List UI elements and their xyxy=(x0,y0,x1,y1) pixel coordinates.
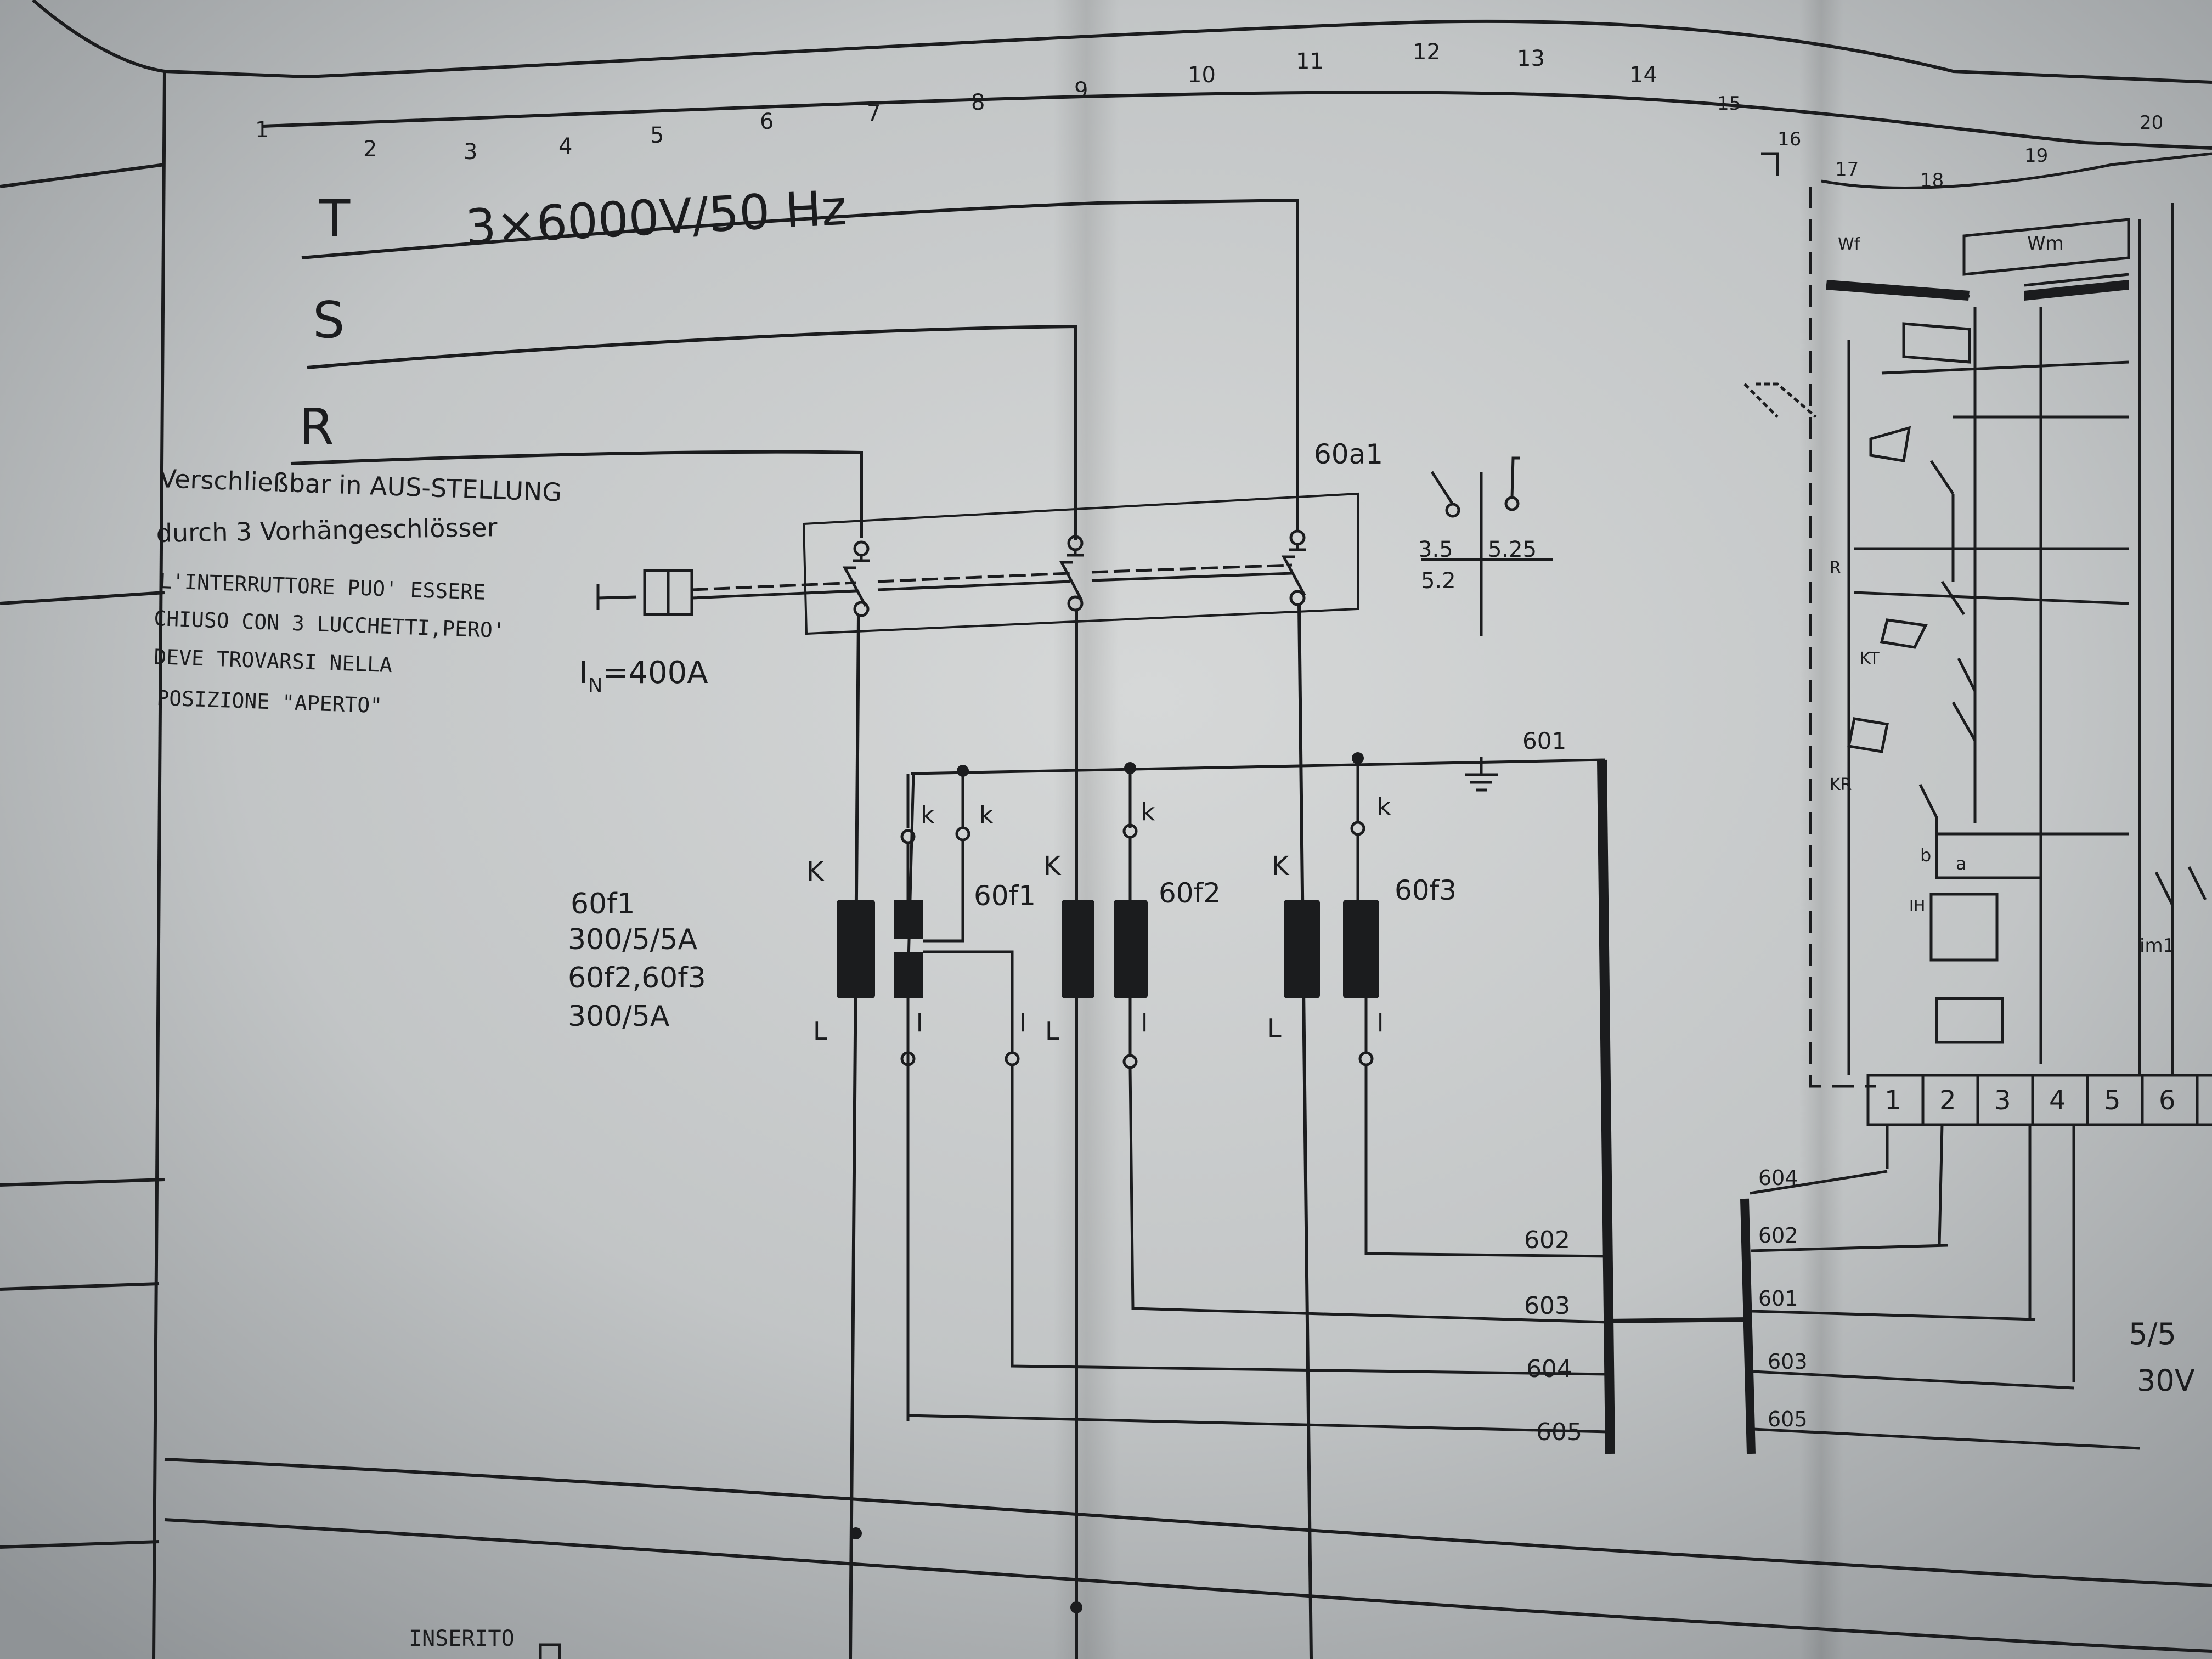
relay-label: Wm xyxy=(2027,233,2064,255)
ct-tag: 60f3 xyxy=(1395,874,1457,906)
ct-secondary-l: l xyxy=(1377,1009,1384,1037)
footer: INSERITO xyxy=(409,1626,561,1659)
terminal-number: 2 xyxy=(1939,1085,1956,1116)
ct-primary-k: K xyxy=(1043,851,1062,882)
ct-secondary-l: l xyxy=(1141,1009,1148,1037)
relay-label: im1 xyxy=(2140,935,2175,957)
column-number: 11 xyxy=(1296,49,1324,74)
column-number: 5 xyxy=(650,123,664,148)
terminal-number: 3 xyxy=(1994,1085,2011,1116)
paper-fold xyxy=(1053,0,1119,1659)
relay-label: R xyxy=(1830,558,1841,578)
relay-label: b xyxy=(1920,845,1931,866)
rated-current: IN=400A xyxy=(579,655,708,697)
column-number: 9 xyxy=(1074,78,1088,103)
aux-contact-symbol: 3.5 5.2 5.25 xyxy=(1418,456,1553,636)
terminal-number: 5 xyxy=(2104,1085,2121,1116)
relay-label: Wf xyxy=(1838,235,1861,254)
note-de-line-2: durch 3 Vorhängeschlösser xyxy=(156,512,498,548)
switch-tag: 60a1 xyxy=(1314,438,1383,470)
column-number: 13 xyxy=(1517,46,1545,71)
wire-label: 601 xyxy=(1522,727,1566,754)
terminal-wire-label: 601 xyxy=(1758,1286,1798,1311)
relay-note: 30V xyxy=(2137,1363,2195,1398)
contact-ref: 5.2 xyxy=(1421,568,1456,594)
ct-secondary-l: l xyxy=(916,1009,923,1037)
column-number: 10 xyxy=(1188,63,1216,88)
terminal-number: 1 xyxy=(1884,1085,1901,1116)
ct-tag: 60f1 xyxy=(974,880,1036,912)
current-transformers: K K K L L L k k k k l l l l 60f1 60f2 60… xyxy=(806,758,1608,1434)
ct-primary-l: L xyxy=(1267,1013,1282,1043)
phase-buses xyxy=(290,198,1299,540)
ct-spec-line: 60f1 xyxy=(571,888,635,921)
ct-spec: 60f1 300/5/5A 60f2,60f3 300/5A xyxy=(568,888,706,1033)
terminal-wire-label: 605 xyxy=(1768,1407,1808,1431)
relay-label: IH xyxy=(1909,896,1925,915)
ct-secondary-l: l xyxy=(1019,1009,1026,1037)
terminal-wire-label: 602 xyxy=(1758,1223,1798,1248)
wire-label: 602 xyxy=(1524,1226,1570,1254)
column-number: 3 xyxy=(464,139,477,165)
column-number: 4 xyxy=(558,134,572,159)
wire-label: 605 xyxy=(1536,1418,1582,1446)
wire-labels: 602 603 604 605 xyxy=(1524,1226,1582,1446)
column-number: 1 xyxy=(255,117,269,143)
ct-primary-l: L xyxy=(813,1016,827,1046)
ct-spec-line: 60f2,60f3 xyxy=(568,962,706,995)
ct-primary-k: K xyxy=(806,856,825,887)
column-number: 16 xyxy=(1778,128,1801,150)
ct-spec-line: 300/5A xyxy=(568,1000,670,1033)
ct-secondary-k: k xyxy=(979,801,994,829)
wire-label: 604 xyxy=(1526,1355,1572,1383)
relay-label: KT xyxy=(1860,649,1880,668)
phase-label-r: R xyxy=(299,398,334,456)
terminal-wire-label: 604 xyxy=(1758,1166,1798,1190)
terminal-block: 604 602 601 603 605 xyxy=(1740,1124,2140,1454)
column-number: 15 xyxy=(1717,93,1741,115)
ct-spec-line: 300/5/5A xyxy=(568,923,697,956)
relay-label: KR xyxy=(1830,775,1852,794)
terminal-wire-label: 603 xyxy=(1768,1350,1808,1374)
contact-ref: 3.5 xyxy=(1418,537,1453,562)
phase-label-s: S xyxy=(313,291,345,349)
ct-secondary-k: k xyxy=(1141,798,1155,826)
ct-secondary-k: k xyxy=(921,801,935,829)
ct-primary-l: L xyxy=(1045,1016,1059,1046)
relay-panel: Wf Wm R KT KR b a IH im1 5/5 30V xyxy=(1743,152,2212,1398)
column-number: 19 xyxy=(2024,145,2048,167)
main-switch-60a1: 60a1 xyxy=(596,438,1383,635)
footer-box xyxy=(539,1643,561,1659)
column-number: 20 xyxy=(2140,112,2163,134)
phase-conductors xyxy=(849,604,1313,1659)
column-number: 2 xyxy=(363,137,377,162)
terminal-number: 6 xyxy=(2159,1085,2176,1116)
phase-label-t: T xyxy=(319,189,351,248)
terminal-number: 4 xyxy=(2049,1085,2066,1116)
ct-primary-k: K xyxy=(1272,851,1290,882)
ct-secondary-k: k xyxy=(1377,793,1391,821)
column-number: 14 xyxy=(1629,63,1657,88)
footer-label: INSERITO xyxy=(409,1626,515,1651)
ct-tag: 60f2 xyxy=(1159,877,1221,909)
column-number: 17 xyxy=(1835,159,1859,180)
wire-label: 603 xyxy=(1524,1292,1570,1320)
relay-note: 5/5 xyxy=(2129,1317,2176,1351)
column-number: 7 xyxy=(867,101,881,126)
column-number: 12 xyxy=(1413,40,1441,65)
paper-fold xyxy=(1799,0,1843,1659)
bus-link xyxy=(1607,1317,1751,1323)
contact-ref: 5.25 xyxy=(1488,537,1537,562)
column-number: 8 xyxy=(971,90,985,115)
terminal-box xyxy=(2196,1074,2212,1126)
relay-label: a xyxy=(1956,853,1967,874)
column-number: 6 xyxy=(760,109,774,134)
